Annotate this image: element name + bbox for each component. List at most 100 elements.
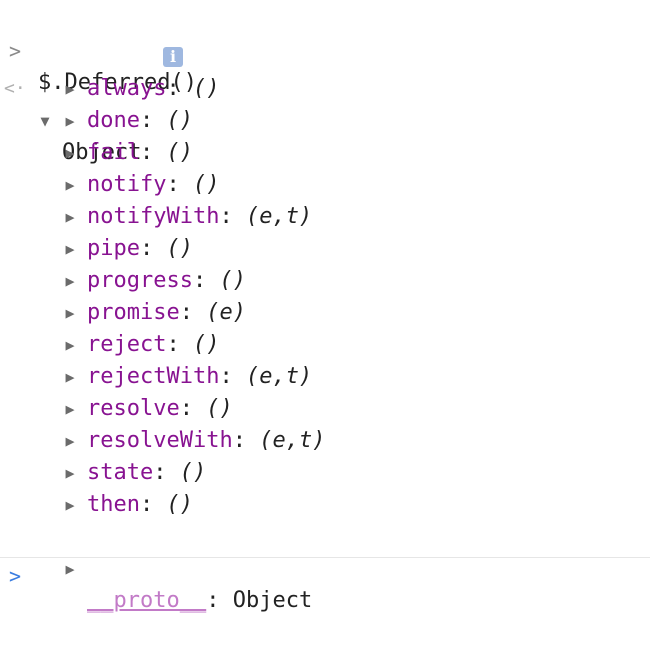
property-row[interactable]: ▶ then: () [0,489,650,521]
property-separator: : [139,140,167,165]
property-key: notifyWith [87,204,220,229]
property-key: state [87,460,154,485]
property-row[interactable]: ▶ resolveWith: (e,t) [0,425,650,457]
console-divider [0,557,650,558]
property-key: notify [87,172,167,197]
property-entry: then: () [87,489,193,521]
collapse-triangle-icon[interactable]: ▶ [65,80,75,98]
property-key: rejectWith [87,364,220,389]
property-key: then [87,492,140,517]
command-entry: > $.Deferred() [0,3,650,95]
property-row[interactable]: ▶ progress: () [0,265,650,297]
property-separator: : [166,172,193,197]
property-signature: () [192,332,220,357]
property-row[interactable]: ▶ notify: () [0,169,650,201]
property-entry: always: () [87,73,219,105]
property-row[interactable]: ▶ state: () [0,457,650,489]
property-entry: rejectWith: (e,t) [87,361,312,393]
console-input[interactable] [30,562,646,590]
property-separator: : [232,428,260,453]
property-signature: (e,t) [259,428,326,453]
property-separator: : [153,460,180,485]
property-signature: () [166,492,193,517]
property-signature: (e) [206,300,246,325]
property-signature: (e,t) [245,204,313,229]
command-text: $.Deferred() [38,70,197,95]
property-row[interactable]: ▶ reject: () [0,329,650,361]
property-signature: () [166,108,193,133]
property-row[interactable]: ▶ resolve: () [0,393,650,425]
property-entry: done: () [87,105,193,137]
collapse-triangle-icon[interactable]: ▶ [65,144,75,162]
property-key: __proto__ [87,588,207,613]
property-signature: () [166,140,193,165]
property-row[interactable]: ▶ always: () [0,73,650,105]
property-row-proto[interactable]: ▶ __proto__: Object [0,521,650,613]
property-entry: progress: () [87,265,246,297]
property-key: progress [87,268,193,293]
collapse-triangle-icon[interactable]: ▶ [65,464,75,482]
property-separator: : [166,332,193,357]
property-key: always [87,76,167,101]
property-key: done [87,108,140,133]
property-key: resolveWith [87,428,233,453]
property-key: reject [87,332,167,357]
collapse-triangle-icon[interactable]: ▶ [65,368,75,386]
collapse-triangle-icon[interactable]: ▶ [65,432,75,450]
property-signature: (e,t) [245,364,313,389]
collapse-triangle-icon[interactable]: ▶ [65,240,75,258]
property-separator: : [206,588,233,613]
property-value: Object [232,588,313,613]
property-row[interactable]: ▶ notifyWith: (e,t) [0,201,650,233]
property-signature: () [179,460,207,485]
property-separator: : [166,76,193,101]
property-entry: notify: () [87,169,219,201]
input-prompt-chevron-icon: > [8,564,22,588]
property-entry: resolve: () [87,393,233,425]
expand-triangle-icon[interactable]: ▼ [40,112,50,130]
property-key: fail [87,140,140,165]
property-separator: : [192,268,220,293]
property-row[interactable]: ▶ promise: (e) [0,297,650,329]
property-signature: () [166,236,193,261]
result-entry: <· ▼ Object i [0,41,650,165]
prompt-chevron-icon: > [8,39,22,63]
property-separator: : [139,108,167,133]
info-icon[interactable]: i [163,47,183,67]
property-separator: : [139,492,167,517]
property-entry: resolveWith: (e,t) [87,425,325,457]
collapse-triangle-icon[interactable]: ▶ [65,176,75,194]
result-arrow-icon: <· [4,78,26,99]
property-row[interactable]: ▶ fail: () [0,137,650,169]
property-separator: : [139,236,167,261]
property-entry: fail: () [87,137,193,169]
property-separator: : [179,396,207,421]
devtools-console: > $.Deferred() <· ▼ Object i ▶ always: ()… [0,3,650,613]
collapse-triangle-icon[interactable]: ▶ [65,496,75,514]
property-row[interactable]: ▶ done: () [0,105,650,137]
result-object-label[interactable]: Object [62,140,142,165]
collapse-triangle-icon[interactable]: ▶ [65,208,75,226]
property-separator: : [179,300,207,325]
property-entry: reject: () [87,329,219,361]
property-entry: state: () [87,457,206,489]
collapse-triangle-icon[interactable]: ▶ [65,400,75,418]
property-signature: () [219,268,246,293]
property-key: promise [87,300,180,325]
collapse-triangle-icon[interactable]: ▶ [65,336,75,354]
collapse-triangle-icon[interactable]: ▶ [65,304,75,322]
property-signature: () [206,396,233,421]
property-signature: () [192,76,220,101]
property-entry: pipe: () [87,233,193,265]
property-key: resolve [87,396,180,421]
collapse-triangle-icon[interactable]: ▶ [65,272,75,290]
property-key: pipe [87,236,140,261]
property-signature: () [192,172,220,197]
property-entry: promise: (e) [87,297,246,329]
property-separator: : [219,204,246,229]
collapse-triangle-icon[interactable]: ▶ [65,112,75,130]
property-entry: notifyWith: (e,t) [87,201,312,233]
property-row[interactable]: ▶ pipe: () [0,233,650,265]
property-row[interactable]: ▶ rejectWith: (e,t) [0,361,650,393]
property-separator: : [219,364,246,389]
